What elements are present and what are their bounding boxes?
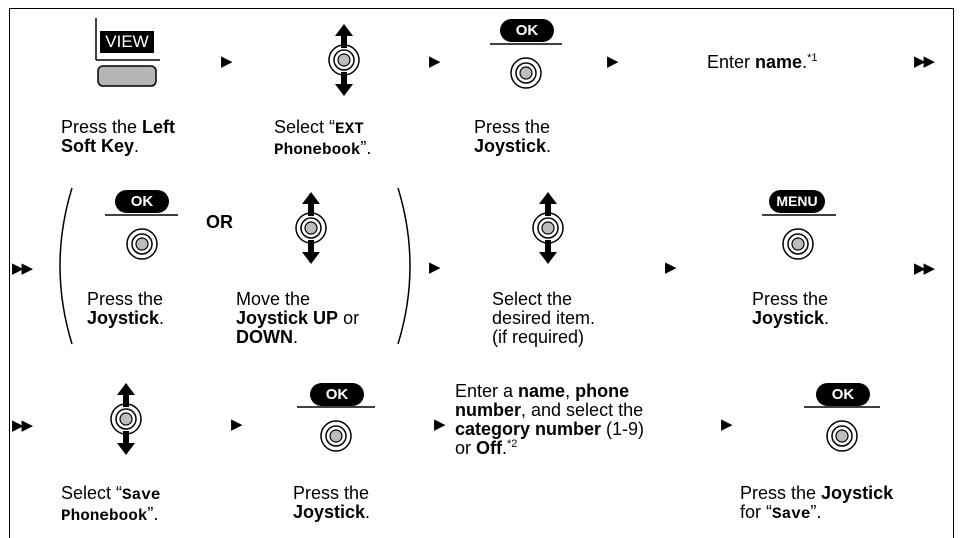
double-play-icon: ▶▶ (914, 260, 935, 277)
play-icon: ▶ (231, 416, 243, 433)
left-soft-key-icon (95, 18, 160, 87)
ok-button-icon: OK (115, 190, 169, 213)
joystick-press-icon (804, 406, 880, 452)
caption-select-ext-phonebook: Select “EXT Phonebook”. (274, 117, 372, 160)
double-play-icon: ▶▶ (12, 260, 33, 277)
menu-label: MENU (776, 193, 818, 209)
view-key-label: VIEW (100, 31, 154, 53)
play-icon: ▶ (429, 53, 441, 70)
caption-press-joystick-menu: Press the Joystick. (752, 289, 830, 328)
joystick-press-icon (105, 214, 178, 260)
joystick-updown-icon (295, 191, 327, 265)
ok-label: OK (831, 386, 855, 403)
caption-move-joystick: Move the Joystick UP or DOWN. (236, 289, 360, 347)
menu-button-icon: MENU (769, 190, 825, 213)
joystick-updown-icon (328, 23, 360, 97)
play-icon: ▶ (221, 53, 233, 70)
caption-press-joystick-save: Press the Joystick for “Save”. (740, 483, 894, 524)
caption-select-item: Select the desired item. (if required) (492, 289, 596, 347)
instruction-frame (9, 8, 954, 538)
ok-button-icon: OK (816, 383, 870, 406)
or-label: OR (206, 212, 233, 232)
caption-press-joystick: Press the Joystick. (474, 117, 552, 156)
joystick-press-icon (490, 43, 562, 89)
menu-joystick-icon (762, 214, 836, 260)
ok-button-icon: OK (310, 383, 364, 406)
ok-button-icon: OK (500, 19, 554, 42)
double-play-icon: ▶▶ (12, 417, 33, 434)
caption-select-save-phonebook: Select “Save Phonebook”. (61, 483, 161, 526)
joystick-press-icon (297, 406, 375, 452)
play-icon: ▶ (665, 259, 677, 276)
play-icon: ▶ (607, 53, 619, 70)
caption-press-joystick: Press the Joystick. (293, 483, 371, 522)
joystick-updown-icon (110, 382, 142, 456)
play-icon: ▶ (434, 416, 446, 433)
view-label-text: VIEW (105, 32, 149, 51)
close-bracket-icon (397, 187, 411, 345)
caption-left-soft-key: Press the Left Soft Key. (61, 117, 176, 156)
ok-label: OK (325, 386, 349, 403)
caption-enter-name: Enter name.*1 (707, 52, 818, 72)
joystick-updown-icon (532, 191, 564, 265)
caption-press-joystick: Press the Joystick. (87, 289, 165, 328)
caption-enter-details: Enter a name, phone number, and select t… (455, 381, 645, 458)
play-icon: ▶ (429, 259, 441, 276)
ok-label: OK (515, 22, 539, 39)
open-bracket-icon (59, 187, 73, 345)
ok-label: OK (130, 193, 154, 210)
double-play-icon: ▶▶ (914, 53, 935, 70)
play-icon: ▶ (721, 416, 733, 433)
